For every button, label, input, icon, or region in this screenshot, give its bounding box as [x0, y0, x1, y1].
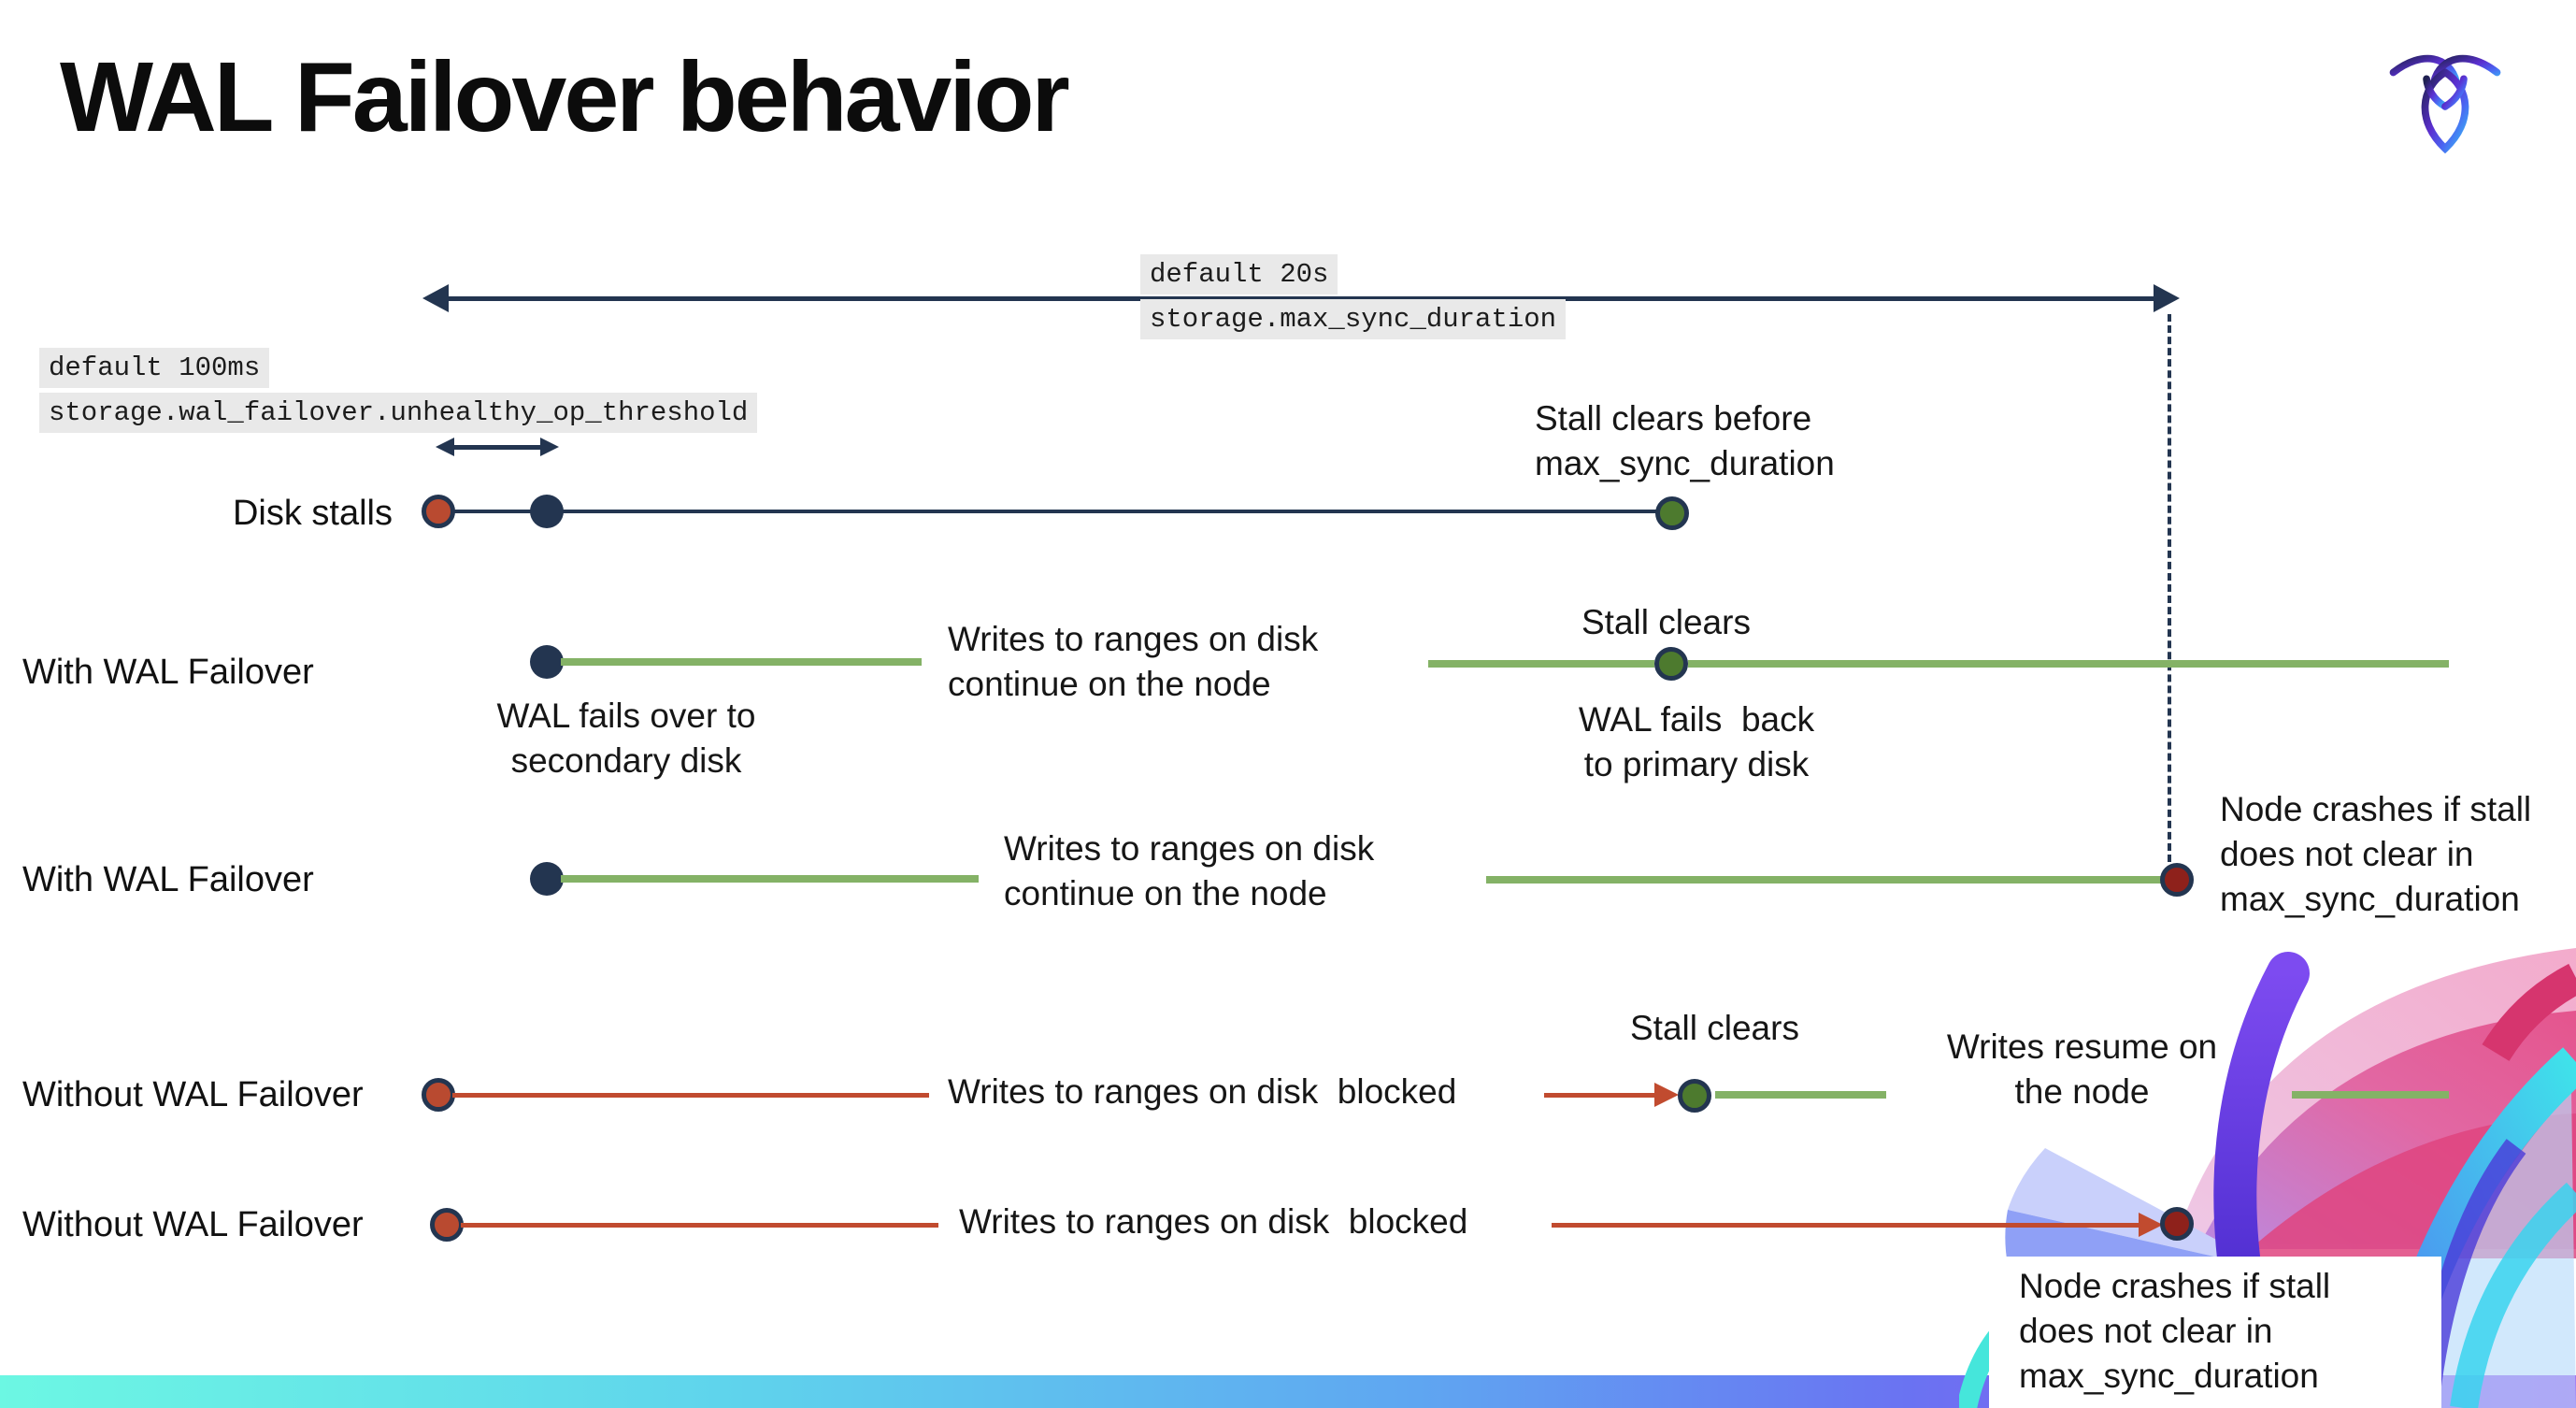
- row-label-disk-stalls: Disk stalls: [232, 494, 393, 533]
- unhealthy-op-threshold-arrow-line: [452, 445, 542, 450]
- annotation-writes-continue-2: Writes to ranges on disk continue on the…: [1004, 829, 1375, 913]
- row3-green-segment-b: [1486, 876, 2161, 884]
- annotation-stall-clears-before: Stall clears before max_sync_duration: [1535, 399, 1835, 483]
- stall-clears-dot-row2: [1654, 647, 1688, 681]
- row4-red-segment-a: [452, 1093, 929, 1098]
- page-title: WAL Failover behavior: [60, 42, 1070, 152]
- node-crashes-callout-box: Node crashes if stall does not clear in …: [1989, 1257, 2441, 1408]
- row4-green-segment-b: [2292, 1091, 2449, 1099]
- small-arrowhead-right-icon: [540, 438, 559, 456]
- timeline-row1-line: [438, 510, 1672, 513]
- red-arrowhead-row4-icon: [1654, 1083, 1679, 1107]
- arrowhead-right-icon: [2154, 284, 2180, 312]
- max-sync-duration-setting-label: default 20s storage.max_sync_duration: [1140, 254, 1567, 344]
- row-label-with-wal-failover-2: With WAL Failover: [22, 860, 314, 899]
- node-crash-dot-row3: [2160, 863, 2194, 897]
- arrowhead-left-icon: [422, 284, 449, 312]
- max-sync-setting-name: storage.max_sync_duration: [1140, 299, 1567, 339]
- row5-red-segment-a: [461, 1223, 938, 1228]
- annotation-node-crashes-1: Node crashes if stall does not clear in …: [2220, 790, 2532, 919]
- row-label-without-wal-failover-1: Without WAL Failover: [22, 1075, 364, 1114]
- max-sync-default-value: default 20s: [1140, 254, 1338, 295]
- annotation-writes-blocked-2: Writes to ranges on disk blocked: [959, 1202, 1468, 1241]
- red-arrowhead-row5-icon: [2139, 1213, 2163, 1237]
- failover-dot-row3: [530, 862, 564, 896]
- annotation-writes-resume: Writes resume on the node: [1946, 1027, 2218, 1112]
- max-sync-deadline-dashed-line: [2168, 314, 2171, 862]
- disk-stall-dot-row4: [422, 1078, 455, 1112]
- annotation-stall-clears-2: Stall clears: [1630, 1009, 1799, 1047]
- cockroachdb-logo-icon: [2383, 45, 2507, 166]
- unhealthy-op-threshold-setting-label: default 100ms storage.wal_failover.unhea…: [39, 348, 758, 438]
- row5-red-segment-b: [1552, 1223, 2140, 1228]
- row2-green-segment-a: [561, 658, 922, 666]
- row4-green-segment-a: [1715, 1091, 1886, 1099]
- disk-stall-start-dot: [422, 495, 455, 528]
- annotation-writes-continue-1: Writes to ranges on disk continue on the…: [948, 620, 1319, 704]
- failover-dot-row2: [530, 645, 564, 679]
- row2-green-segment-c: [1688, 660, 2449, 668]
- row-label-with-wal-failover-1: With WAL Failover: [22, 653, 314, 692]
- max-sync-duration-arrow-line: [443, 296, 2157, 301]
- annotation-writes-blocked-1: Writes to ranges on disk blocked: [948, 1072, 1457, 1111]
- small-arrowhead-left-icon: [436, 438, 454, 456]
- stall-clears-dot-row1: [1655, 496, 1689, 530]
- row3-green-segment-a: [561, 875, 979, 883]
- unhealthy-op-setting-name: storage.wal_failover.unhealthy_op_thresh…: [39, 393, 758, 433]
- row2-green-segment-b: [1428, 660, 1654, 668]
- row-label-without-wal-failover-2: Without WAL Failover: [22, 1205, 364, 1244]
- annotation-stall-clears-1: Stall clears: [1581, 603, 1751, 641]
- stall-clears-dot-row4: [1678, 1079, 1711, 1113]
- annotation-wal-fails-over: WAL fails over to secondary disk: [496, 697, 756, 781]
- annotation-node-crashes-2: Node crashes if stall does not clear in …: [2019, 1267, 2331, 1396]
- threshold-reached-dot: [530, 495, 564, 528]
- row4-red-segment-b: [1544, 1093, 1656, 1098]
- unhealthy-op-default-value: default 100ms: [39, 348, 270, 388]
- disk-stall-dot-row5: [430, 1208, 464, 1242]
- annotation-wal-fails-back: WAL fails back to primary disk: [1578, 700, 1815, 784]
- node-crash-dot-row5: [2160, 1207, 2194, 1241]
